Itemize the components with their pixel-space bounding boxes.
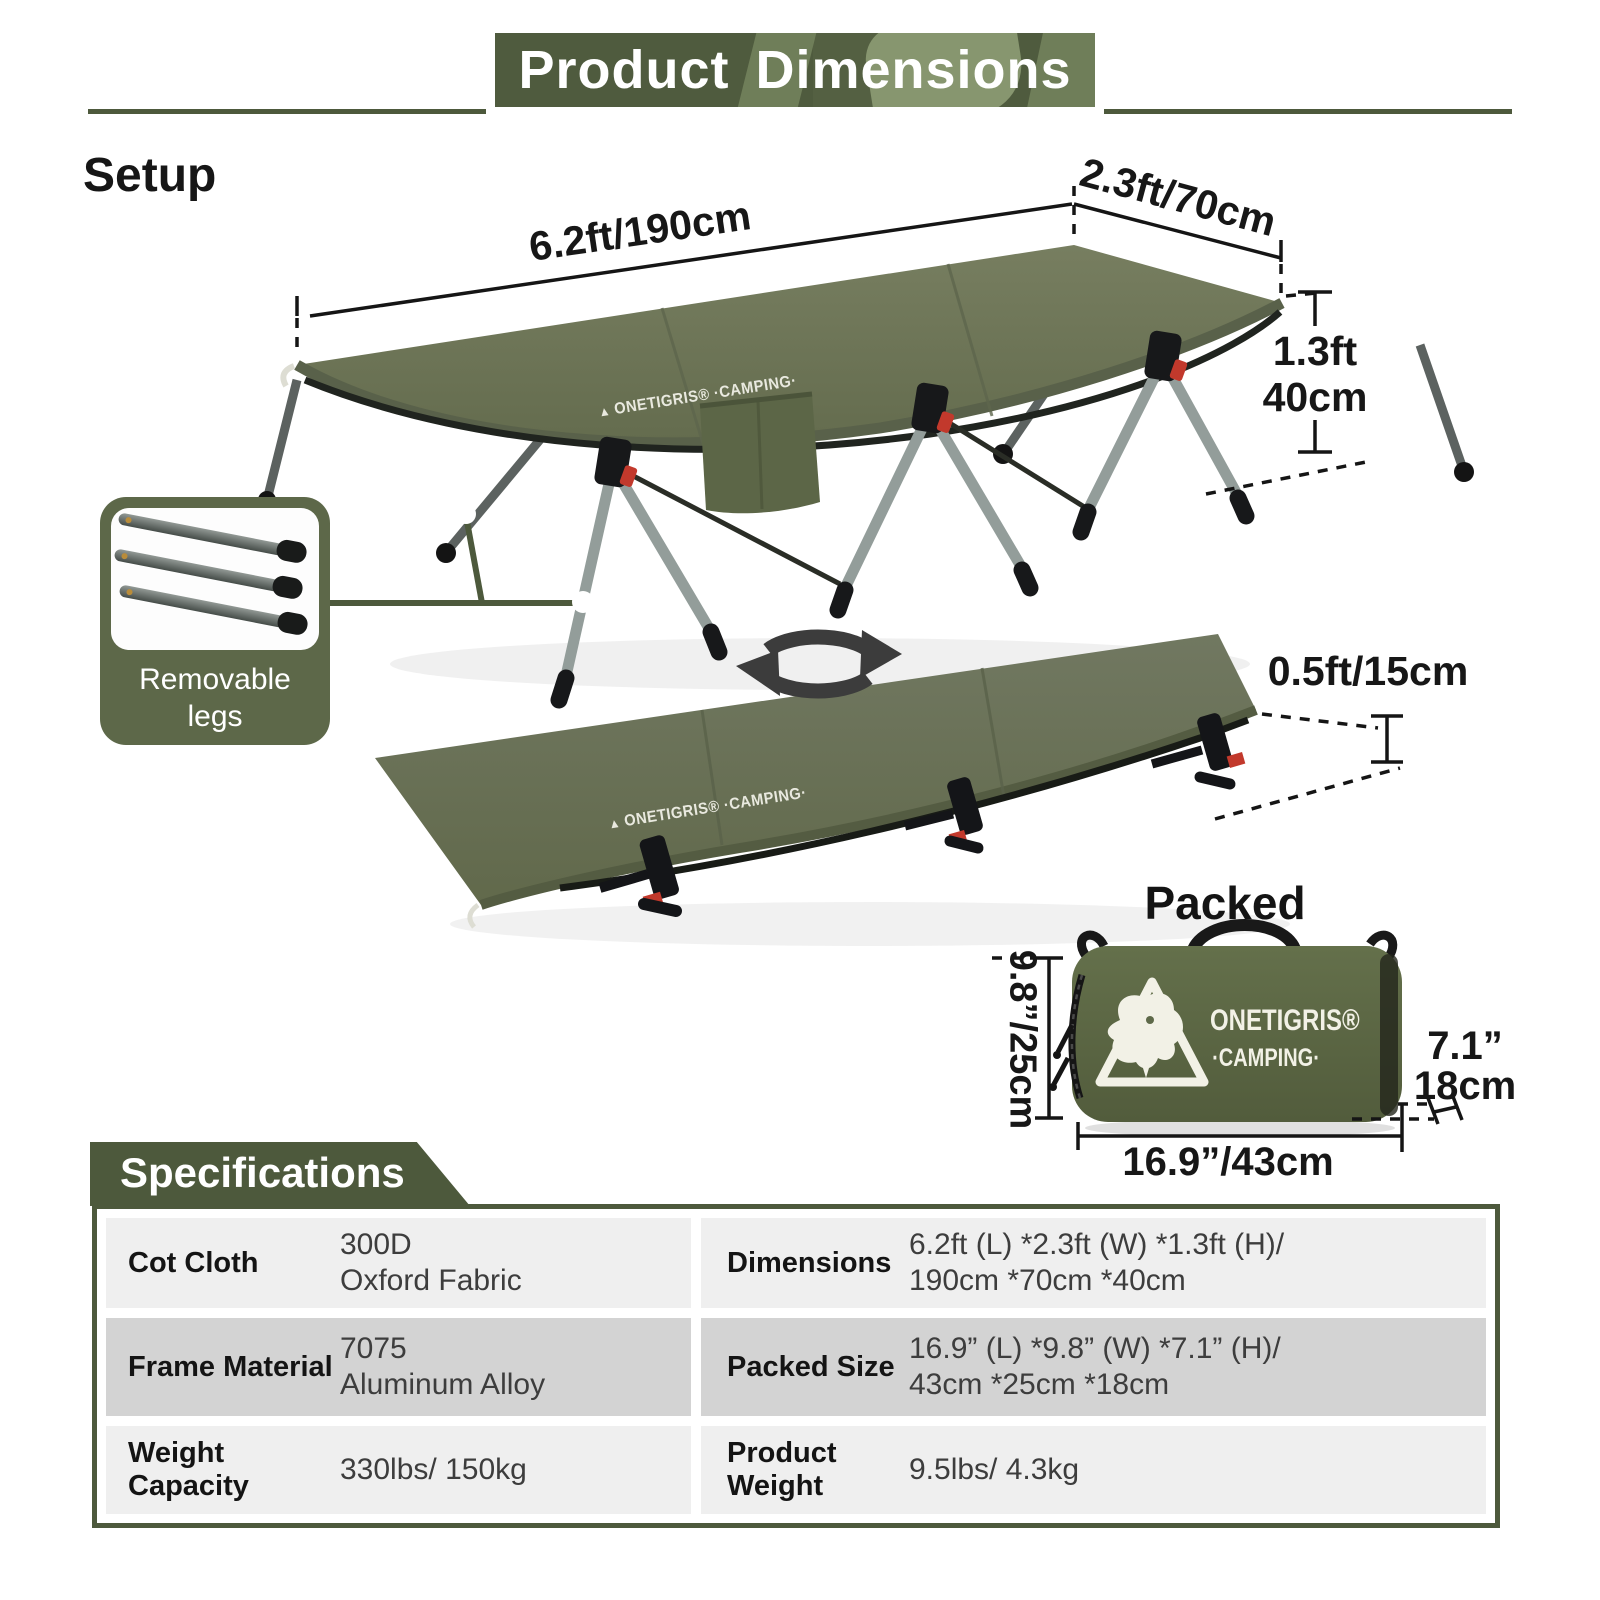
spec-value-line: 6.2ft (L) *2.3ft (W) *1.3ft (H)/ — [909, 1228, 1285, 1261]
corner-loop — [280, 363, 296, 388]
removable-legs-callout: Removable legs — [100, 497, 330, 745]
side-pocket — [699, 391, 820, 514]
spec-value: 9.5lbs/ 4.3kg — [909, 1452, 1079, 1488]
specifications-table: Cot Cloth 300D Oxford Fabric Dimensions … — [92, 1204, 1500, 1528]
spec-label: Product Weight — [727, 1437, 837, 1502]
spec-label: Dimensions — [727, 1246, 892, 1279]
cot-low-height-label: 0.5ft/15cm — [1267, 648, 1469, 694]
frame-braces — [616, 411, 1088, 587]
spec-row-dimensions: Dimensions 6.2ft (L) *2.3ft (W) *1.3ft (… — [701, 1218, 1486, 1308]
callout-connector — [330, 504, 594, 613]
spec-value: 16.9” (L) *9.8” (W) *7.1” (H)/ 43cm *25c… — [909, 1331, 1281, 1403]
bag-depth-in: 7.1” — [1427, 1024, 1503, 1068]
spec-row-weight-capacity: Weight Capacity 330lbs/ 150kg — [106, 1426, 691, 1514]
spec-value-line: 300D — [340, 1228, 412, 1261]
cot-low-front-hem — [479, 705, 1258, 910]
bag-handle — [1186, 919, 1302, 955]
bag-brand-subtext: ·CAMPING· — [1212, 1044, 1320, 1072]
spec-value: 6.2ft (L) *2.3ft (W) *1.3ft (H)/ 190cm *… — [909, 1227, 1284, 1299]
cot-high-illustration — [258, 245, 1474, 709]
dimension-lines — [295, 186, 1464, 1152]
leg-marker-dot — [456, 504, 476, 524]
specifications-banner: Specifications — [90, 1142, 470, 1206]
bag-zipper — [1049, 973, 1086, 1100]
spec-value-line: Oxford Fabric — [340, 1264, 522, 1297]
bag-depth-cm: 18cm — [1413, 1064, 1517, 1108]
spec-row-cot-cloth: Cot Cloth 300D Oxford Fabric — [106, 1218, 691, 1308]
setup-heading: Setup — [83, 149, 217, 202]
cot-height-label: 1.3ft 40cm — [1250, 328, 1380, 420]
title-banner: Product Dimensions — [495, 33, 1095, 107]
cot-low-illustration — [375, 634, 1290, 946]
spec-value: 300D Oxford Fabric — [340, 1227, 522, 1299]
removable-legs-label: Removable legs — [139, 663, 291, 733]
packed-bag-illustration — [1049, 919, 1402, 1137]
cot-low-fabric — [375, 634, 1256, 905]
removable-legs-photo — [111, 508, 319, 650]
brand-triangle-tiger-logo — [1095, 977, 1209, 1087]
packed-heading: Packed — [1144, 877, 1306, 929]
corner-loop — [467, 902, 480, 929]
bag-strap-right — [1366, 930, 1398, 961]
cot-height-cm: 40cm — [1262, 374, 1368, 420]
bag-strap-left — [1077, 930, 1109, 959]
bag-side-trim — [1380, 954, 1398, 1116]
cot-low-brackets — [598, 713, 1246, 917]
specifications-heading: Specifications — [120, 1149, 405, 1196]
fabric-seams — [700, 667, 1006, 846]
cot-high-frame-rail — [303, 309, 1283, 453]
spec-row-frame-material: Frame Material 7075 Aluminum Alloy — [106, 1318, 691, 1416]
spec-value-line: Aluminum Alloy — [340, 1368, 546, 1401]
leg-pole — [117, 512, 303, 560]
spec-value-line: 330lbs/ 150kg — [340, 1453, 527, 1486]
spec-value-line: 9.5lbs/ 4.3kg — [909, 1453, 1080, 1486]
rotate-icon — [736, 629, 902, 699]
triangle-logo-icon: ▲ — [607, 814, 622, 832]
leg-marker-dot — [572, 591, 594, 613]
spec-value-line: 16.9” (L) *9.8” (W) *7.1” (H)/ — [909, 1332, 1281, 1365]
cot-height-ft: 1.3ft — [1272, 328, 1358, 374]
spec-row-product-weight: Product Weight 9.5lbs/ 4.3kg — [701, 1426, 1486, 1514]
spec-label: Frame Material — [128, 1350, 333, 1383]
fabric-seams — [660, 263, 994, 448]
spec-label: Weight Capacity — [128, 1437, 249, 1502]
spec-label: Cot Cloth — [128, 1246, 259, 1279]
page-title: Product Dimensions — [518, 40, 1072, 100]
spec-row-packed-size: Packed Size 16.9” (L) *9.8” (W) *7.1” (H… — [701, 1318, 1486, 1416]
cot-high-front-legs — [560, 357, 1243, 678]
bag-depth-label: 7.1” 18cm — [1395, 1026, 1535, 1106]
spec-value-line: 43cm *25cm *18cm — [909, 1368, 1170, 1401]
spec-value-line: 190cm *70cm *40cm — [909, 1264, 1186, 1297]
bag-length-label: 16.9”/43cm — [1122, 1140, 1334, 1184]
spec-value: 7075 Aluminum Alloy — [340, 1331, 545, 1403]
header-divider-left — [88, 109, 486, 114]
bag-brand-text: ONETIGRIS® — [1210, 1004, 1360, 1037]
triangle-logo-icon: ▲ — [597, 402, 612, 420]
spec-label: Packed Size — [727, 1350, 895, 1383]
bag-height-label: 9.8”/25cm — [1001, 949, 1044, 1130]
leg-feet — [550, 489, 1255, 709]
spec-value-line: 7075 — [340, 1332, 407, 1365]
header-divider-right — [1104, 109, 1512, 114]
spec-value: 330lbs/ 150kg — [340, 1452, 527, 1488]
hub-red-tabs — [619, 359, 1188, 487]
